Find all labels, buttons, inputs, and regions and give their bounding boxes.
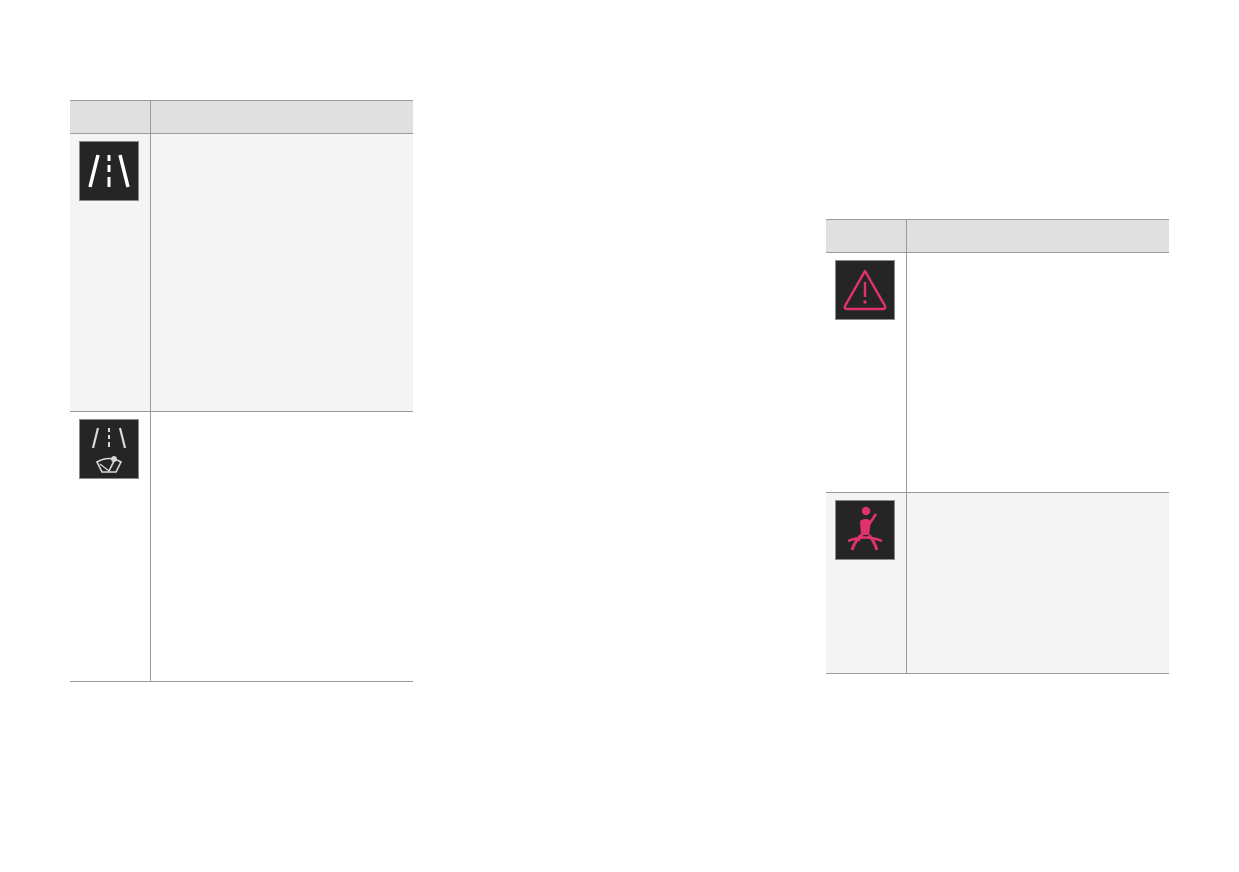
symbol-cell: [70, 411, 151, 682]
symbol-table-left: [70, 100, 413, 682]
table-row: [70, 133, 414, 412]
row-description: [907, 493, 1170, 509]
symbol-column-header: [826, 219, 907, 253]
description-cell: [906, 492, 1170, 674]
meaning-column-header: [906, 219, 1169, 253]
table-row: [826, 492, 1170, 674]
symbol-table-right: [826, 219, 1169, 674]
warning-triangle-icon: [835, 260, 895, 320]
description-cell: [906, 252, 1170, 493]
lane-departure-icon: [79, 141, 139, 201]
symbol-column-header: [70, 100, 151, 134]
description-cell: [150, 411, 414, 682]
lane-camera-wiper-icon: [79, 419, 139, 479]
seatbelt-reminder-icon: [835, 500, 895, 560]
symbol-cell: [70, 133, 151, 412]
description-cell: [150, 133, 414, 412]
symbol-cell: [826, 252, 907, 493]
meaning-column-header: [150, 100, 413, 134]
table-header-row: [826, 219, 1169, 253]
row-description: [907, 253, 1170, 269]
table-header-row: [70, 100, 413, 134]
table-row: [70, 411, 414, 682]
symbol-cell: [826, 492, 907, 674]
row-description: [151, 134, 414, 150]
table-row: [826, 252, 1170, 493]
row-description: [151, 412, 414, 428]
